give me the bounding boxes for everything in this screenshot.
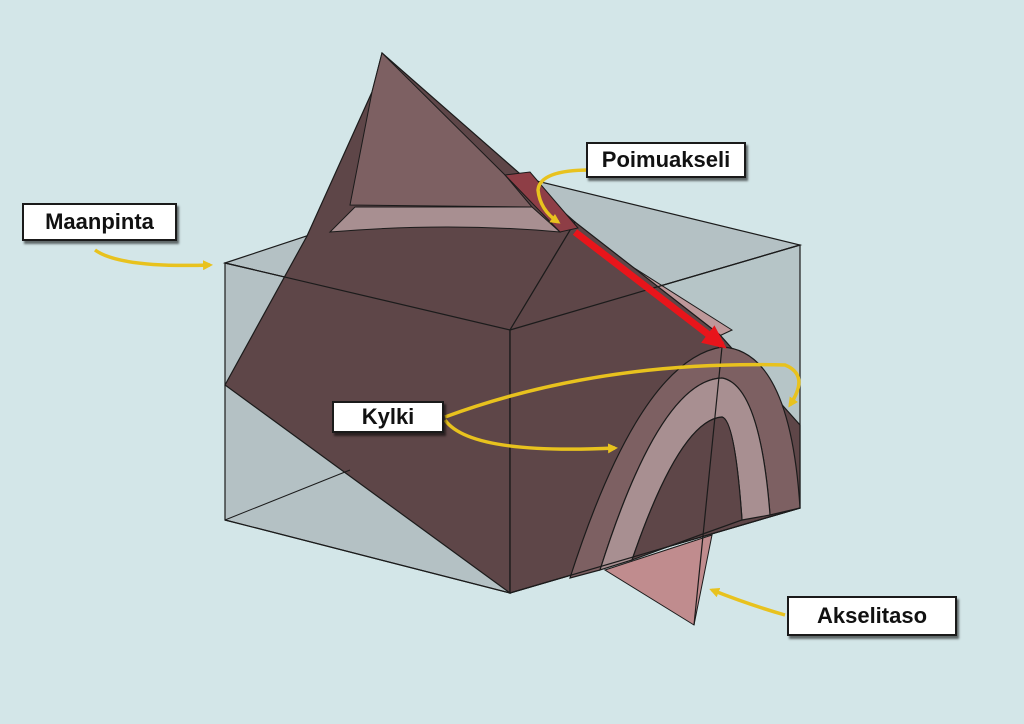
box-inner-diagonal: [224, 469, 351, 521]
maanpinta-label-text: Maanpinta: [45, 209, 154, 234]
maanpinta-callout-arrow: [93, 248, 213, 271]
box-bottom-edge-right: [509, 507, 801, 594]
box-top-edge-left: [224, 262, 511, 331]
axial-trace-line: [693, 346, 723, 626]
fold-axis-arrow: [572, 229, 727, 349]
kylki-callout-arrow-right: [444, 362, 801, 419]
fold-upper-face: [349, 52, 534, 208]
axial-plane-lower: [603, 534, 713, 626]
fold-arch-inner: [631, 416, 743, 561]
maanpinta-label: Maanpinta: [22, 203, 177, 241]
akselitaso-label: Akselitaso: [787, 596, 957, 636]
box-top-edge-right: [509, 244, 801, 331]
box-bottom-edge-left: [224, 519, 511, 594]
fold-top-light-layer: [328, 206, 562, 233]
poimuakseli-label: Poimuakseli: [586, 142, 746, 178]
kylki-label: Kylki: [332, 401, 444, 433]
kylki-callout-arrow-left: [443, 418, 618, 454]
akselitaso-callout-arrow: [709, 587, 786, 617]
akselitaso-label-text: Akselitaso: [816, 603, 928, 628]
poimuakseli-callout-arrow: [536, 168, 591, 224]
poimuakseli-label-text: Poimuakseli: [601, 147, 731, 172]
kylki-label-text: Kylki: [361, 404, 415, 429]
